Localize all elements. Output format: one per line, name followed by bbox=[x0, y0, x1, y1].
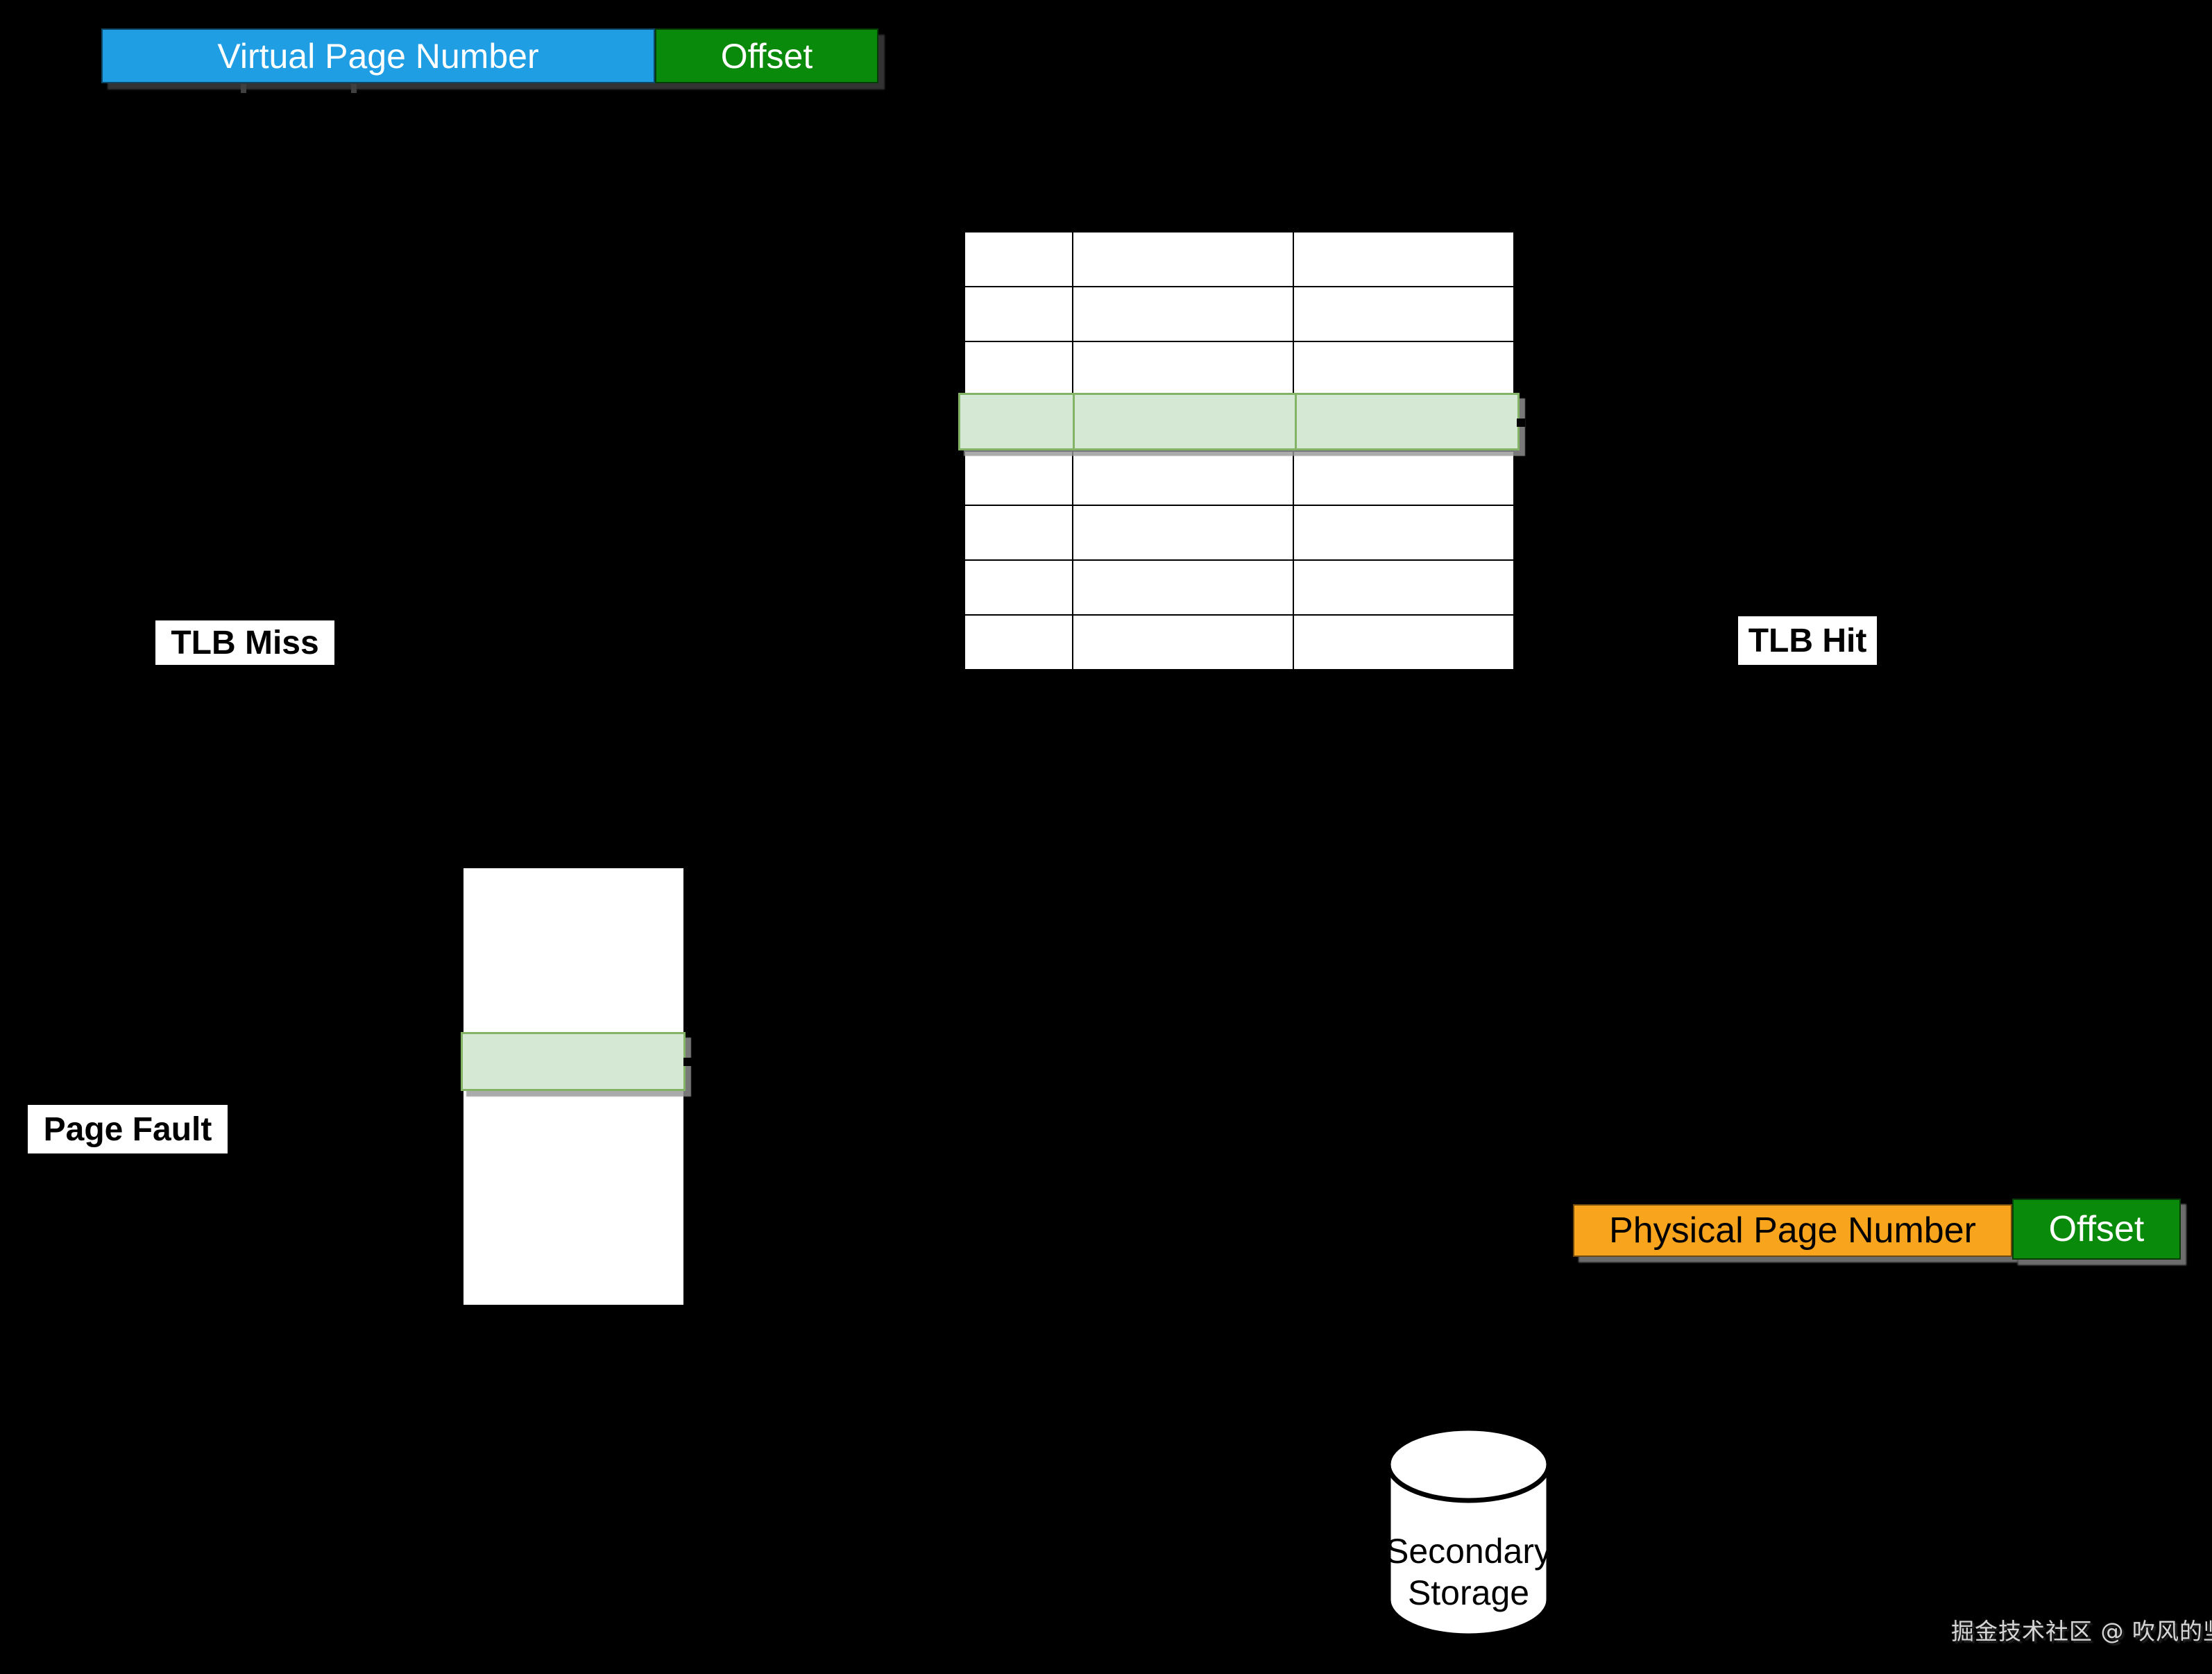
tlb-table-cell bbox=[1073, 615, 1293, 670]
secondary-storage-line1: Secondary bbox=[1385, 1532, 1552, 1571]
tlb-highlighted-row bbox=[958, 393, 1520, 450]
virtual-page-number-box: Virtual Page Number bbox=[101, 28, 655, 83]
tlb-table-cell bbox=[1293, 505, 1514, 561]
tlb-table-cell bbox=[964, 615, 1073, 670]
secondary-storage-line2: Storage bbox=[1407, 1573, 1530, 1612]
tlb-table bbox=[962, 230, 1516, 672]
tlb-table-cell bbox=[964, 286, 1073, 341]
watermark-text: 掘金技术社区 @ 吹风的坚果 bbox=[1951, 1618, 2212, 1645]
secondary-storage-cylinder-icon bbox=[1386, 1426, 1551, 1639]
page-table-highlighted-entry bbox=[461, 1032, 686, 1091]
tlb-table-cell bbox=[1293, 560, 1514, 616]
tlb-table-cell bbox=[964, 505, 1073, 561]
tlb-row-separator bbox=[1295, 395, 1297, 448]
tlb-table-cell bbox=[964, 450, 1073, 506]
arrowhead-artifact bbox=[1517, 418, 1525, 427]
tlb-table-cell bbox=[964, 341, 1073, 396]
tlb-table-cell bbox=[1293, 286, 1514, 341]
tlb-row-separator bbox=[1073, 395, 1075, 448]
tlb-table-cell bbox=[1073, 341, 1293, 396]
virtual-offset-box: Offset bbox=[655, 28, 878, 83]
arrowhead-artifact bbox=[683, 1058, 692, 1066]
arrow-stub-artifact bbox=[351, 84, 357, 93]
tlb-miss-label: TLB Miss bbox=[155, 620, 334, 665]
tlb-table-cell bbox=[964, 560, 1073, 616]
tlb-table-cell bbox=[1073, 232, 1293, 287]
tlb-table-cell bbox=[1293, 341, 1514, 396]
tlb-table-cell bbox=[1293, 615, 1514, 670]
tlb-table-cell bbox=[1073, 505, 1293, 561]
virtual-address-box: Virtual Page Number Offset bbox=[101, 28, 878, 83]
tlb-table-cell bbox=[1073, 560, 1293, 616]
page-fault-label: Page Fault bbox=[28, 1105, 228, 1153]
physical-page-number-box: Physical Page Number bbox=[1573, 1204, 2012, 1257]
tlb-hit-label: TLB Hit bbox=[1738, 616, 1877, 665]
tlb-table-cell bbox=[1073, 450, 1293, 506]
tlb-table-cell bbox=[1293, 232, 1514, 287]
physical-offset-box: Offset bbox=[2012, 1199, 2181, 1260]
tlb-table-cell bbox=[964, 232, 1073, 287]
arrow-stub-artifact bbox=[241, 84, 246, 93]
secondary-storage-label: Secondary Storage bbox=[1369, 1530, 1568, 1614]
tlb-table-cell bbox=[1073, 286, 1293, 341]
tlb-table-cell bbox=[1293, 450, 1514, 506]
